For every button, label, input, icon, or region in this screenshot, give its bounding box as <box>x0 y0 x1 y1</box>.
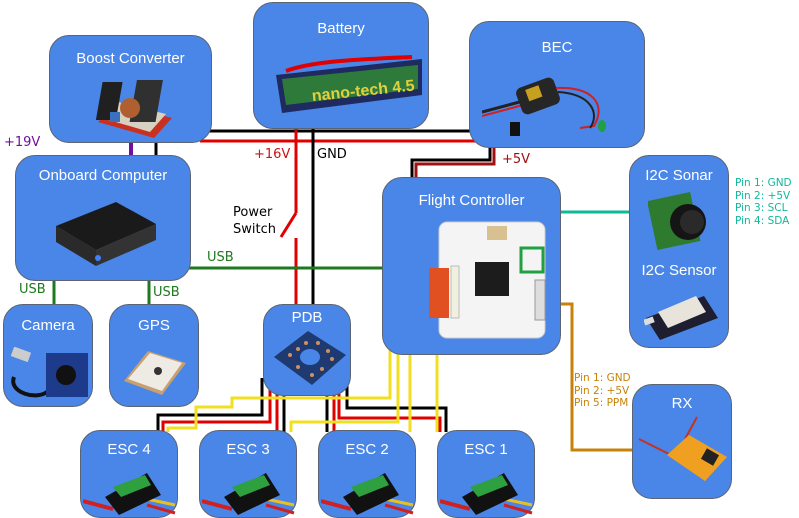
i2c-pin-2: Pin 2: +5V <box>735 189 791 202</box>
usb-fc-label: USB <box>207 250 234 265</box>
rx-node[interactable]: RX <box>632 384 732 499</box>
esc4-label: ESC 4 <box>107 441 151 458</box>
rx-label: RX <box>671 395 693 412</box>
v19-label: +19V <box>4 135 41 150</box>
rx-pin-5: Pin 5: PPM <box>574 397 629 409</box>
i2c-pin-3: Pin 3: SCL <box>735 202 788 214</box>
bec-label: BEC <box>541 39 573 56</box>
esc3-image <box>202 473 295 515</box>
onboard-computer-image <box>56 202 156 266</box>
esc1-power-wire <box>337 390 442 432</box>
power-switch-label-line1: Power <box>233 205 273 220</box>
esc2-label: ESC 2 <box>345 441 389 458</box>
camera-image <box>10 347 88 398</box>
gnd-label: GND <box>317 147 347 162</box>
boost-converter-label: Boost Converter <box>76 50 185 67</box>
v5-label: +5V <box>502 152 531 167</box>
esc2-image <box>321 473 414 515</box>
rx-pin-2: Pin 2: +5V <box>574 384 630 397</box>
esc4-node[interactable]: ESC 4 <box>80 430 178 518</box>
i2c-devices-node[interactable]: I2C Sonar I2C Sensor <box>629 155 729 348</box>
esc1-image <box>440 473 533 515</box>
flight-controller-label: Flight Controller <box>418 192 525 209</box>
esc3-label: ESC 3 <box>226 441 270 458</box>
esc2-node[interactable]: ESC 2 <box>318 430 416 518</box>
i2c-sonar-image <box>648 192 706 251</box>
i2c-sensor-image <box>644 296 718 340</box>
power-switch-label-line2: Switch <box>233 222 276 237</box>
bec-image <box>482 77 606 136</box>
i2c-sonar-label: I2C Sonar <box>645 167 713 184</box>
rx-pinout: Pin 1: GND Pin 2: +5V Pin 5: PPM <box>574 372 631 410</box>
esc4-power-wire <box>161 390 272 432</box>
i2c-pin-4: Pin 4: SDA <box>735 214 790 227</box>
boost-converter-image <box>95 80 172 138</box>
gps-image <box>124 351 186 395</box>
i2c-pin-1: Pin 1: GND <box>735 177 792 189</box>
onboard-computer-node[interactable]: Onboard Computer <box>15 155 191 281</box>
pdb-node[interactable]: PDB <box>263 304 351 396</box>
i2c-sensor-label: I2C Sensor <box>641 262 717 279</box>
onboard-computer-label: Onboard Computer <box>38 167 168 184</box>
camera-node[interactable]: Camera <box>3 304 93 407</box>
battery-label: Battery <box>317 20 365 37</box>
esc4-image <box>83 473 176 515</box>
usb-camera-label: USB <box>19 282 46 297</box>
pdb-image <box>274 331 346 385</box>
battery-node[interactable]: Battery nano-tech 4.5 <box>253 2 429 129</box>
esc1-label: ESC 1 <box>464 441 508 458</box>
i2c-pinout: Pin 1: GND Pin 2: +5V Pin 3: SCL Pin 4: … <box>735 177 792 227</box>
camera-label: Camera <box>21 317 75 334</box>
gps-node[interactable]: GPS <box>109 304 199 407</box>
flight-controller-image <box>429 221 546 339</box>
esc1-node[interactable]: ESC 1 <box>437 430 535 518</box>
battery-image: nano-tech 4.5 <box>276 55 422 113</box>
rx-image <box>638 416 727 481</box>
flight-controller-node[interactable]: Flight Controller <box>382 177 561 355</box>
rx-pin-1: Pin 1: GND <box>574 372 631 384</box>
esc3-node[interactable]: ESC 3 <box>199 430 297 518</box>
gps-label: GPS <box>138 317 170 334</box>
boost-converter-node[interactable]: Boost Converter <box>49 35 212 143</box>
power-switch-wire <box>279 212 298 238</box>
bec-node[interactable]: BEC <box>469 21 645 148</box>
v16-label: +16V <box>254 147 291 162</box>
pdb-label: PDB <box>291 309 323 326</box>
usb-gps-label: USB <box>153 285 180 300</box>
